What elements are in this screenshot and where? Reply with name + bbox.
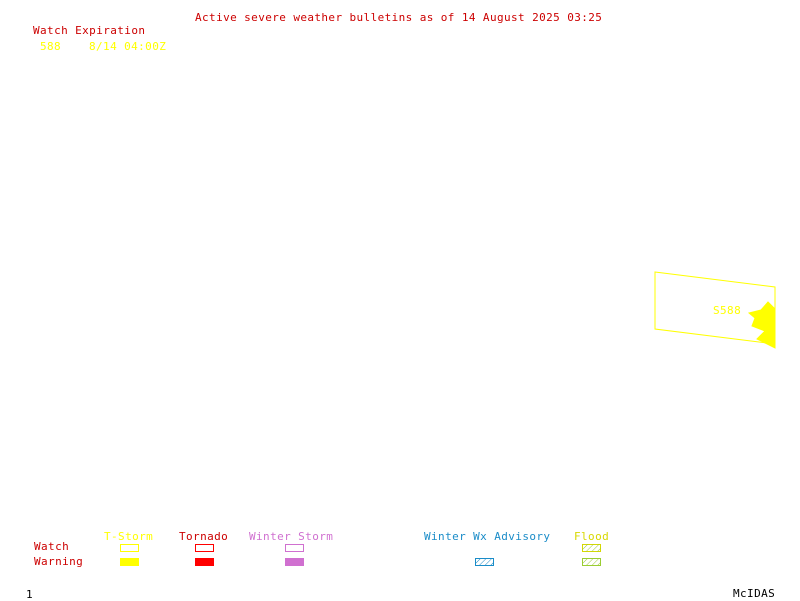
swatch-winter-wx-advisory [475, 558, 494, 566]
swatch-winter-storm-watch [285, 544, 304, 552]
legend-label-tornado: Tornado [179, 530, 229, 543]
swatch-flood-watch [582, 544, 601, 552]
mcidas-brand: McIDAS [733, 587, 776, 600]
legend-row-warning: Warning [34, 555, 84, 568]
warning-area-fill[interactable] [747, 301, 776, 349]
swatch-winter-storm-warning [285, 558, 304, 566]
bulletin-title: Active severe weather bulletins as of 14… [195, 11, 603, 24]
legend-label-tstorm: T-Storm [104, 530, 154, 543]
watch-expiration-heading: Watch Expiration [33, 24, 146, 37]
swatch-tornado-warning [195, 558, 214, 566]
legend-label-winter-storm: Winter Storm [249, 530, 334, 543]
legend-label-winter-wx-advisory: Winter Wx Advisory [424, 530, 551, 543]
swatch-flood-warning [582, 558, 601, 566]
swatch-tornado-watch [195, 544, 214, 552]
frame-number: 1 [26, 588, 34, 601]
watch-box-label: S588 [713, 304, 742, 317]
legend-label-flood: Flood [574, 530, 610, 543]
swatch-tstorm-warning [120, 558, 139, 566]
legend-row-watch: Watch [34, 540, 70, 553]
swatch-tstorm-watch [120, 544, 139, 552]
watch-expiration-time: 8/14 04:00Z [89, 40, 167, 53]
watch-number: 588 [40, 40, 62, 53]
